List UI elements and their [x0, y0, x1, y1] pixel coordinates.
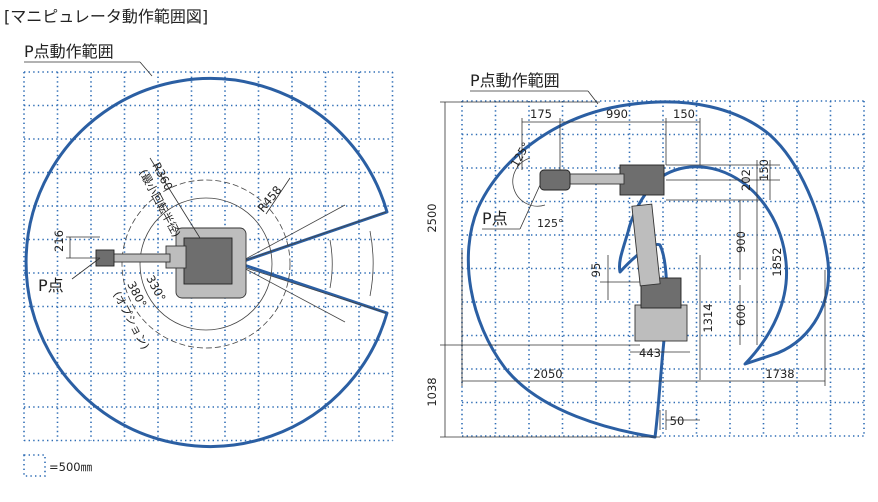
- limit-line-lower: [239, 265, 346, 323]
- right-p-point-label: P点: [482, 209, 508, 228]
- left-p-point-label: P点: [38, 276, 64, 295]
- robot-side-base: [634, 304, 688, 342]
- robot-side-wrist: [539, 169, 571, 191]
- dim-1738-label: 1738: [765, 367, 794, 381]
- scale-legend: =500㎜: [23, 454, 93, 477]
- left-view: 216 P点 R360 (最小回転半径) R458 330° 380° (オプシ…: [23, 42, 394, 448]
- right-motion-envelope: [466, 100, 831, 439]
- dim-175-label: 175: [530, 107, 552, 121]
- dim-95-label: 95: [589, 263, 603, 278]
- dim-600-label: 600: [734, 304, 748, 326]
- right-p-point-leader: [519, 184, 541, 230]
- wrist-angle-arc: [512, 157, 546, 207]
- robot-side-view: [539, 164, 688, 342]
- dim-2500-label: 2500: [425, 203, 439, 232]
- right-view: P点動作範囲 175 990 150 125° 125° P点 202 150 …: [425, 71, 865, 439]
- robot-body: [183, 237, 233, 285]
- left-motion-envelope: [24, 77, 389, 448]
- dim-990-label: 990: [606, 107, 628, 121]
- dim-202-label: 202: [739, 169, 753, 191]
- robot-arm: [109, 253, 171, 263]
- angle-arc-330: [329, 239, 333, 289]
- r458-circle: [121, 179, 291, 349]
- dim-1314-label: 1314: [701, 303, 715, 332]
- r458-leader: [265, 177, 291, 215]
- dim-1852-label: 1852: [770, 247, 784, 276]
- dim-150-side-label: 150: [757, 159, 771, 181]
- dim-1038-label: 1038: [425, 377, 439, 406]
- legend-grid-cell: [23, 454, 46, 477]
- robot-side-upper-arm: [619, 164, 665, 196]
- dim-2050-label: 2050: [533, 367, 562, 381]
- left-range-label: P点動作範囲: [24, 42, 114, 61]
- dim-150-top-label: 150: [673, 107, 695, 121]
- angle-125-top-label: 125°: [508, 140, 533, 169]
- diagram-title: [マニピュレータ動作範囲図]: [4, 7, 208, 26]
- robot-side-forearm: [569, 173, 625, 185]
- dim-50-label: 50: [670, 414, 685, 428]
- limit-line-upper: [239, 204, 346, 263]
- dim-216-label: 216: [52, 230, 66, 252]
- left-range-leader: [139, 61, 153, 77]
- wedge-line-lower: [239, 265, 387, 314]
- dim-443-label: 443: [639, 346, 661, 360]
- left-p-point-leader: [71, 257, 101, 280]
- min-radius-circle: [139, 197, 273, 331]
- right-grid: [461, 100, 865, 437]
- angle-125-bottom-label: 125°: [537, 217, 564, 230]
- r360-leader: [149, 157, 201, 239]
- wedge-line-upper: [239, 211, 387, 263]
- legend-scale-label: =500㎜: [49, 460, 93, 474]
- robot-top-view: [95, 227, 247, 299]
- right-range-label: P点動作範囲: [470, 71, 560, 90]
- angle-arc-380: [369, 230, 374, 297]
- dim-900-label: 900: [734, 231, 748, 253]
- robot-side-lower-arm: [631, 203, 661, 287]
- right-range-leader: [587, 90, 599, 105]
